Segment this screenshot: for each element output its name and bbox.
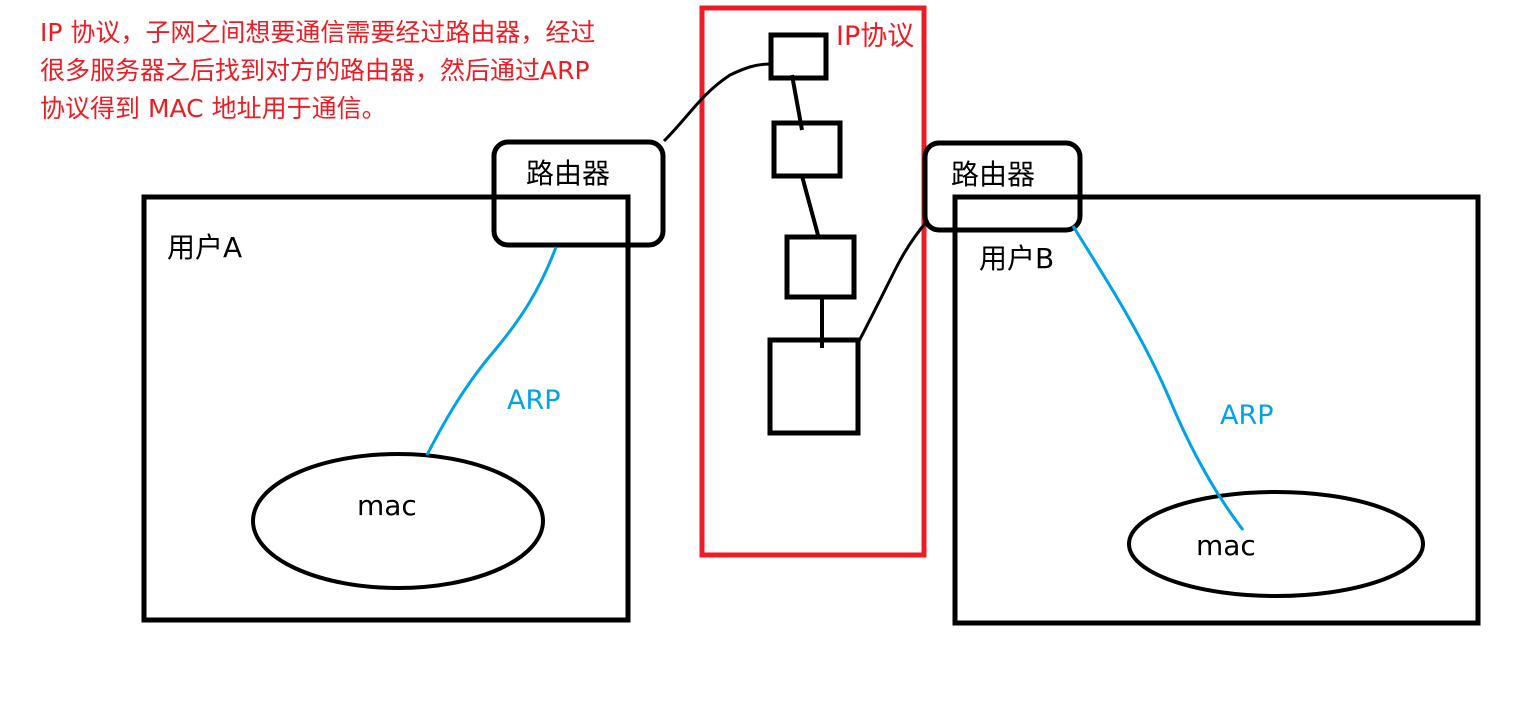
ip-node-2 bbox=[771, 120, 843, 179]
mac-a-ellipse bbox=[251, 452, 545, 590]
router-a-box bbox=[491, 139, 666, 248]
note-line: 很多服务器之后找到对方的路由器，然后通过ARP bbox=[40, 56, 590, 85]
user-b-box bbox=[952, 194, 1481, 626]
ip-node-3 bbox=[784, 234, 857, 300]
mac-b-ellipse bbox=[1127, 490, 1425, 598]
explanation-note: IP 协议，子网之间想要通信需要经过路由器，经过 很多服务器之后找到对方的路由器… bbox=[40, 14, 700, 128]
link-ip-to-router-b bbox=[856, 219, 930, 344]
arp-line-a bbox=[425, 246, 558, 456]
mac-a-label: mac bbox=[357, 489, 417, 522]
user-a-box bbox=[141, 194, 631, 623]
arp-a-label: ARP bbox=[507, 385, 561, 416]
router-b-label: 路由器 bbox=[951, 158, 1036, 191]
user-a-label: 用户A bbox=[167, 231, 243, 264]
link-router-a-to-ip bbox=[662, 62, 772, 143]
ip-protocol-region bbox=[699, 5, 927, 558]
arp-b-label: ARP bbox=[1220, 400, 1274, 431]
note-line: IP 协议，子网之间想要通信需要经过路由器，经过 bbox=[40, 18, 596, 47]
link-node1-node2 bbox=[790, 74, 804, 131]
ip-node-4 bbox=[767, 337, 861, 436]
mac-b-label: mac bbox=[1196, 529, 1256, 562]
arp-line-b bbox=[1071, 225, 1245, 531]
note-line: 协议得到 MAC 地址用于通信。 bbox=[40, 94, 387, 123]
ip-protocol-label: IP协议 bbox=[836, 21, 915, 52]
ip-node-1 bbox=[768, 32, 829, 81]
user-b-label: 用户B bbox=[979, 242, 1055, 275]
router-b-box bbox=[922, 140, 1083, 233]
router-a-label: 路由器 bbox=[526, 157, 611, 190]
link-node2-node3 bbox=[800, 175, 820, 236]
